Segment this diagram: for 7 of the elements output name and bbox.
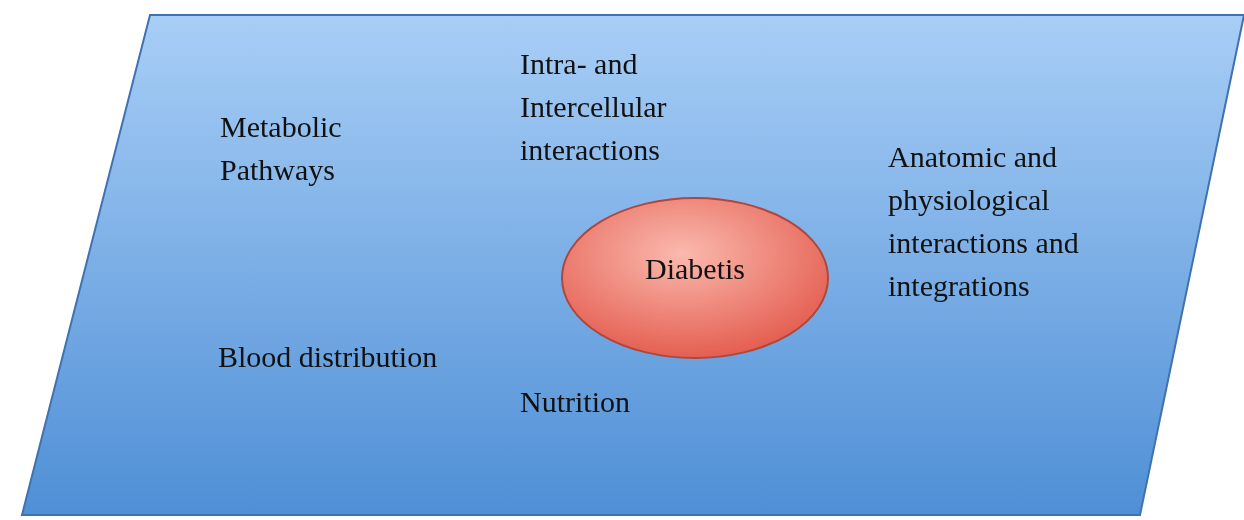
node-label: Diabetis [645,252,745,286]
ellipse-node [560,196,830,360]
topic-label: Intra- and Intercellular interactions [520,46,668,168]
topic-label: Blood distribution [218,339,438,375]
topic-label: Nutrition [520,384,631,420]
topic-label: Anatomic and physiological interactions and integrations [888,139,1080,304]
topic-label: Metabolic Pathways [220,109,343,188]
